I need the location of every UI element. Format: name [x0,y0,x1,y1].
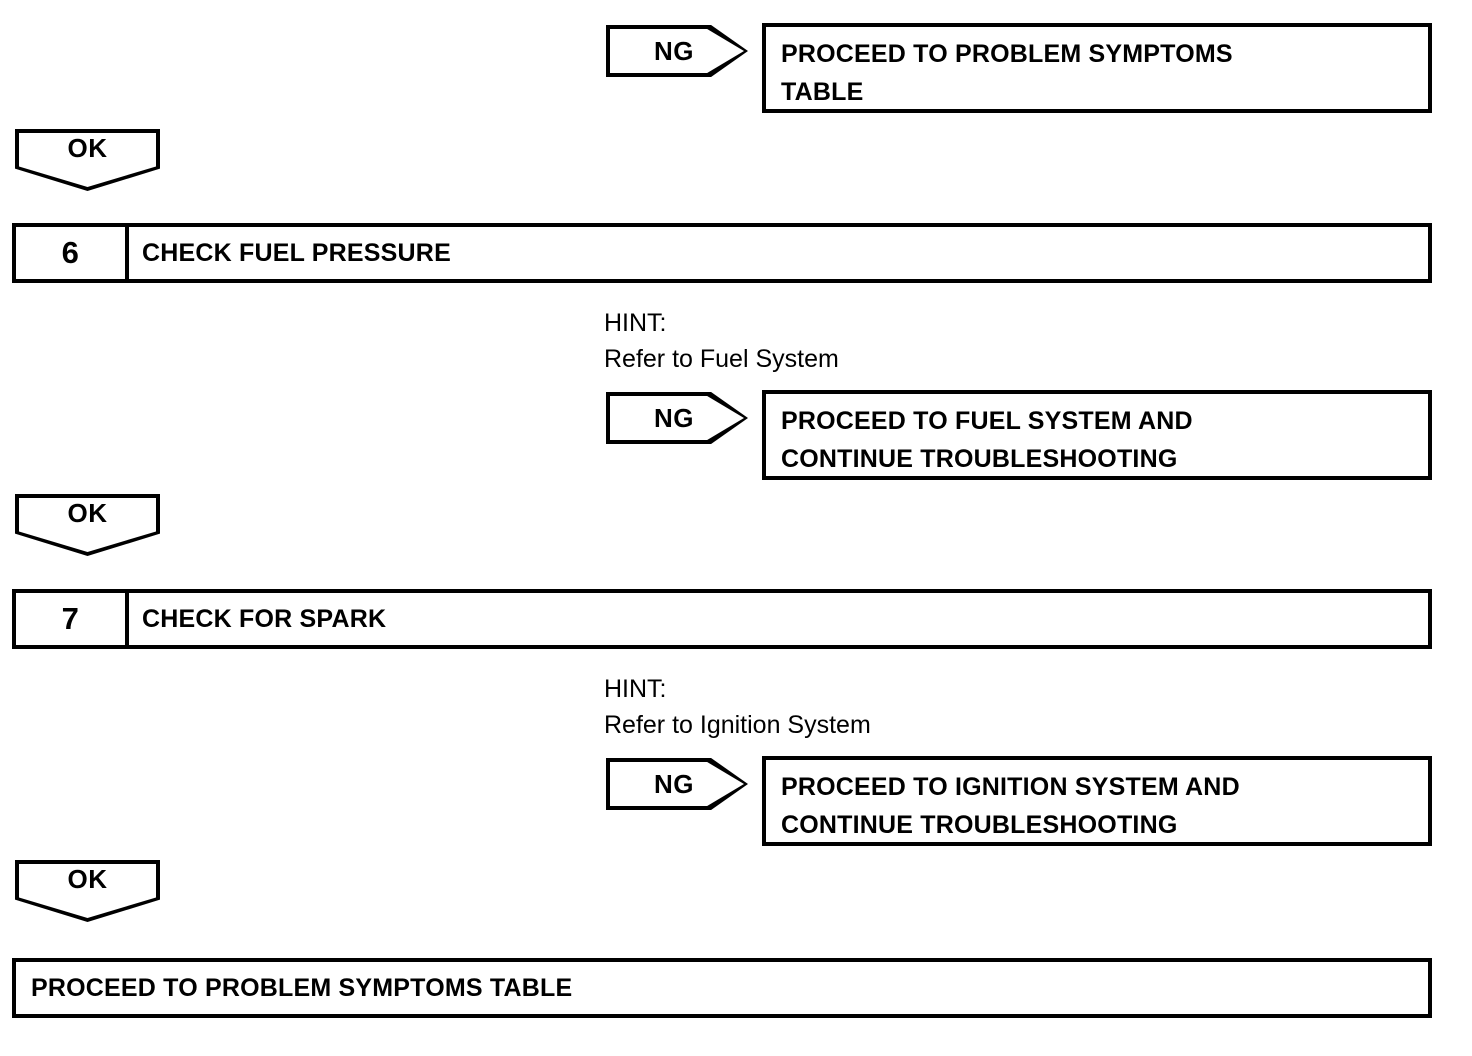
step-number: 7 [16,593,129,645]
step-number: 6 [16,227,129,279]
ok-connector-label: OK [67,864,108,895]
ng-branch-label: NG [654,768,694,799]
step-title: CHECK FUEL PRESSURE [142,238,451,267]
ng-target-line-1: PROCEED TO PROBLEM SYMPTOMS [781,40,1233,68]
step-title: CHECK FOR SPARK [142,604,387,633]
ng-target-line-1: PROCEED TO IGNITION SYSTEM AND [781,773,1240,801]
ok-connector-1: OK [15,129,160,191]
hint-heading: HINT: [604,675,667,703]
ok-connector-label: OK [67,498,108,529]
ok-connector-3: OK [15,860,160,922]
final-result-text: PROCEED TO PROBLEM SYMPTOMS TABLE [31,973,573,1002]
hint-text: Refer to Ignition System [604,711,871,739]
ng-target-line-2: TABLE [781,78,864,106]
ng-branch-label: NG [654,35,694,66]
final-result-box: PROCEED TO PROBLEM SYMPTOMS TABLE [12,958,1432,1018]
ok-connector-label: OK [67,133,108,164]
hint-block-6: HINT: Refer to Fuel System [604,305,839,377]
hint-text: Refer to Fuel System [604,345,839,373]
ng-target-box: PROCEED TO PROBLEM SYMPTOMS TABLE [762,23,1432,113]
step-box-7: 7 CHECK FOR SPARK [12,589,1432,649]
ng-target-box: PROCEED TO IGNITION SYSTEM AND CONTINUE … [762,756,1432,846]
step-box-6: 6 CHECK FUEL PRESSURE [12,223,1432,283]
ng-branch-label: NG [654,402,694,433]
ng-target-line-1: PROCEED TO FUEL SYSTEM AND [781,407,1193,435]
hint-block-7: HINT: Refer to Ignition System [604,671,871,743]
ng-target-box: PROCEED TO FUEL SYSTEM AND CONTINUE TROU… [762,390,1432,480]
ok-connector-2: OK [15,494,160,556]
hint-heading: HINT: [604,309,667,337]
ng-target-line-2: CONTINUE TROUBLESHOOTING [781,811,1178,839]
ng-target-line-2: CONTINUE TROUBLESHOOTING [781,445,1178,473]
